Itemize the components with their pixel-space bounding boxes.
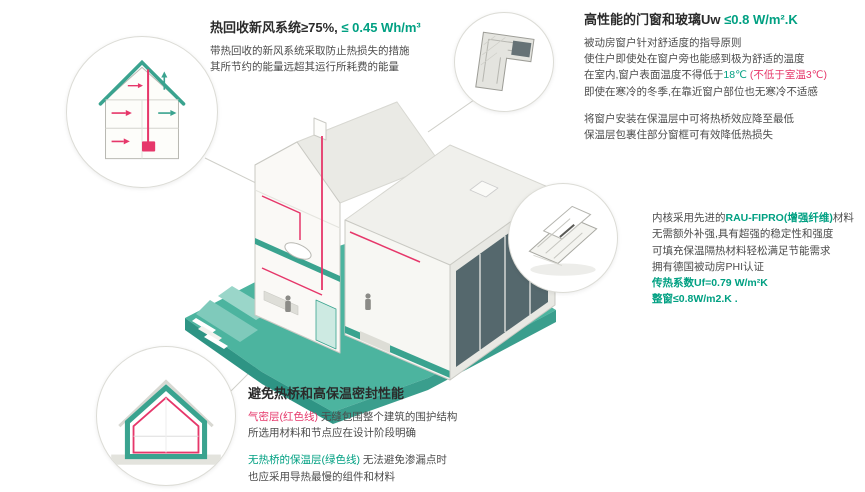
ventilation-section-icon [98, 59, 186, 160]
window-profile-icon [528, 205, 598, 276]
insulation-layer-label: 无热桥的保温层(绿色线) [248, 454, 360, 467]
thermal-line: 也应采用导热最慢的组件和材料 [248, 470, 395, 483]
profile-line: 可填充保温隔热材料轻松满足节能需求 [652, 244, 831, 257]
windows-section: 高性能的门窗和玻璃Uw ≤0.8 W/m².K 被动房窗户针对舒适度的指导原则 … [584, 12, 859, 143]
windows-title-main: 高性能的门窗和玻璃Uw [584, 12, 725, 27]
chimney [313, 117, 327, 141]
profile-line: 拥有德国被动房PHI认证 [652, 260, 765, 273]
windows-line: 使住户即使处在窗户旁也能感到极为舒适的温度 [584, 53, 805, 66]
airtight-layer-line [132, 396, 200, 454]
ventilation-detail-inset [66, 36, 218, 188]
windows-line: 在室内,窗户表面温度不得低于18℃ (不低于室温3℃) [584, 67, 859, 83]
ventilation-duct [349, 231, 421, 263]
profile-section: 内核采用先进的RAU-FIPRO(增强纤维)材料 无需额外补强,具有超强的稳定性… [652, 210, 862, 308]
heat-recovery-title-main: 热回收新风系统≥75%, [210, 20, 342, 35]
profile-line1-brand: RAU-FIPRO(增强纤维) [725, 212, 833, 224]
ventilation-duct [261, 195, 301, 240]
thermal-line-airtight: 气密层(红色线) 无缝包围整个建筑的围护结构 [248, 409, 533, 425]
window-corner-detail-inset [454, 12, 554, 112]
heat-recovery-title-value: ≤ 0.45 Wh/m³ [341, 20, 421, 35]
ventilation-duct [261, 267, 323, 296]
windows-paragraph2: 将窗户安装在保温层中可将热桥效应降至最低 保温层包裹住部分窗框可有效降低热损失 [584, 112, 794, 142]
heat-recovery-section: 热回收新风系统≥75%, ≤ 0.45 Wh/m³ 带热回收的新风系统采取防止热… [210, 20, 460, 75]
insulation-detail-inset [96, 346, 236, 486]
windows-line3-text: 在室内,窗户表面温度不得低于 [584, 69, 724, 82]
windows-line: 被动房窗户针对舒适度的指导原则 [584, 36, 742, 49]
heat-recovery-title: 热回收新风系统≥75%, ≤ 0.45 Wh/m³ [210, 20, 460, 37]
thermal-line-insulation: 无热桥的保温层(绿色线) 无法避免渗漏点时 [248, 452, 533, 468]
profile-line1-pre: 内核采用先进的 [652, 212, 726, 224]
insulation-layer-text: 无法避免渗漏点时 [360, 454, 447, 467]
bathtub [284, 242, 312, 260]
thermal-bridge-section: 避免热桥和高保温密封性能 气密层(红色线) 无缝包围整个建筑的围护结构 所选用材… [248, 386, 533, 492]
profile-uw-value: 整窗≤0.8W/m2.K . [652, 293, 738, 306]
profile-line: 内核采用先进的RAU-FIPRO(增强纤维)材料 [652, 210, 862, 226]
window-corner-icon [475, 31, 535, 92]
roof-unit [469, 180, 499, 198]
windows-title-value: ≤0.8 W/m².K [724, 12, 798, 27]
profile-line: 无需额外补强,具有超强的稳定性和强度 [652, 228, 834, 241]
heat-recovery-body: 带热回收的新风系统采取防止热损失的措施 其所节约的能量远超其运行所耗费的能量 [210, 44, 410, 74]
cutaway-house [254, 101, 556, 381]
airtight-layer-label: 气密层(红色线) [248, 410, 318, 423]
patio-door [315, 299, 337, 350]
thermal-title: 避免热桥和高保温密封性能 [248, 386, 405, 401]
windows-line3-note: (不低于室温3℃) [746, 69, 827, 82]
airtight-layer-text: 无缝包围整个建筑的围护结构 [318, 410, 458, 423]
person-figure [285, 293, 371, 312]
profile-line1-post: 材料 [832, 212, 854, 224]
thermal-line: 所选用材料和节点应在设计阶段明确 [248, 427, 416, 440]
windows-line3-temp: 18℃ [723, 69, 747, 82]
profile-uf-value: 传热系数Uf=0.79 W/m²K [652, 277, 768, 290]
insulation-section-icon [111, 379, 221, 465]
window-profile-detail-inset [508, 183, 618, 293]
windows-line: 即使在寒冷的冬季,在靠近窗户部位也无寒冷不适感 [584, 85, 818, 98]
windows-title: 高性能的门窗和玻璃Uw ≤0.8 W/m².K [584, 12, 859, 29]
